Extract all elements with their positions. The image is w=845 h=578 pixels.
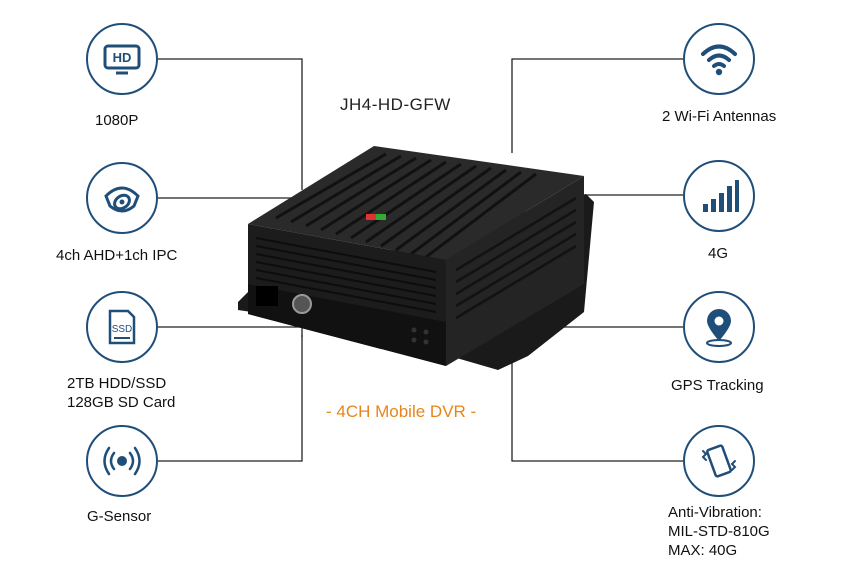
feature-label-4g: 4G	[708, 245, 729, 262]
camera-badge	[86, 162, 158, 234]
ssd-badge: SSD	[86, 291, 158, 363]
wifi-icon	[701, 44, 737, 76]
ssd-icon: SSD	[108, 309, 136, 345]
g-sensor-icon	[103, 446, 141, 476]
hd-badge: HD	[86, 23, 158, 95]
model-name: JH4-HD-GFW	[340, 95, 451, 114]
feature-label-channels: 4ch AHD+1ch IPC	[56, 247, 178, 264]
svg-text:SSD: SSD	[112, 324, 133, 335]
svg-text:HD: HD	[113, 50, 132, 65]
vibration-phone-icon	[701, 444, 737, 478]
4g-badge	[683, 160, 755, 232]
feature-label-1080p: 1080P	[95, 112, 139, 129]
feature-label-wifi: 2 Wi-Fi Antennas	[662, 108, 777, 125]
g-sensor-badge	[86, 425, 158, 497]
gps-badge	[683, 291, 755, 363]
feature-label-g-sensor: G-Sensor	[87, 508, 152, 525]
feature-label-gps: GPS Tracking	[671, 377, 764, 394]
gps-pin-icon	[706, 309, 732, 347]
camera-dome-icon	[104, 186, 140, 213]
hd-icon: HD	[103, 44, 141, 75]
product-subtitle: - 4CH Mobile DVR -	[326, 402, 477, 421]
feature-label-storage: 2TB HDD/SSD 128GB SD Card	[67, 375, 176, 411]
dvr-device-image	[238, 146, 594, 370]
signal-bars-icon	[703, 180, 739, 212]
vibration-badge	[683, 425, 755, 497]
wifi-badge	[683, 23, 755, 95]
feature-label-vibration: Anti-Vibration: MIL-STD-810G MAX: 40G	[668, 504, 770, 559]
